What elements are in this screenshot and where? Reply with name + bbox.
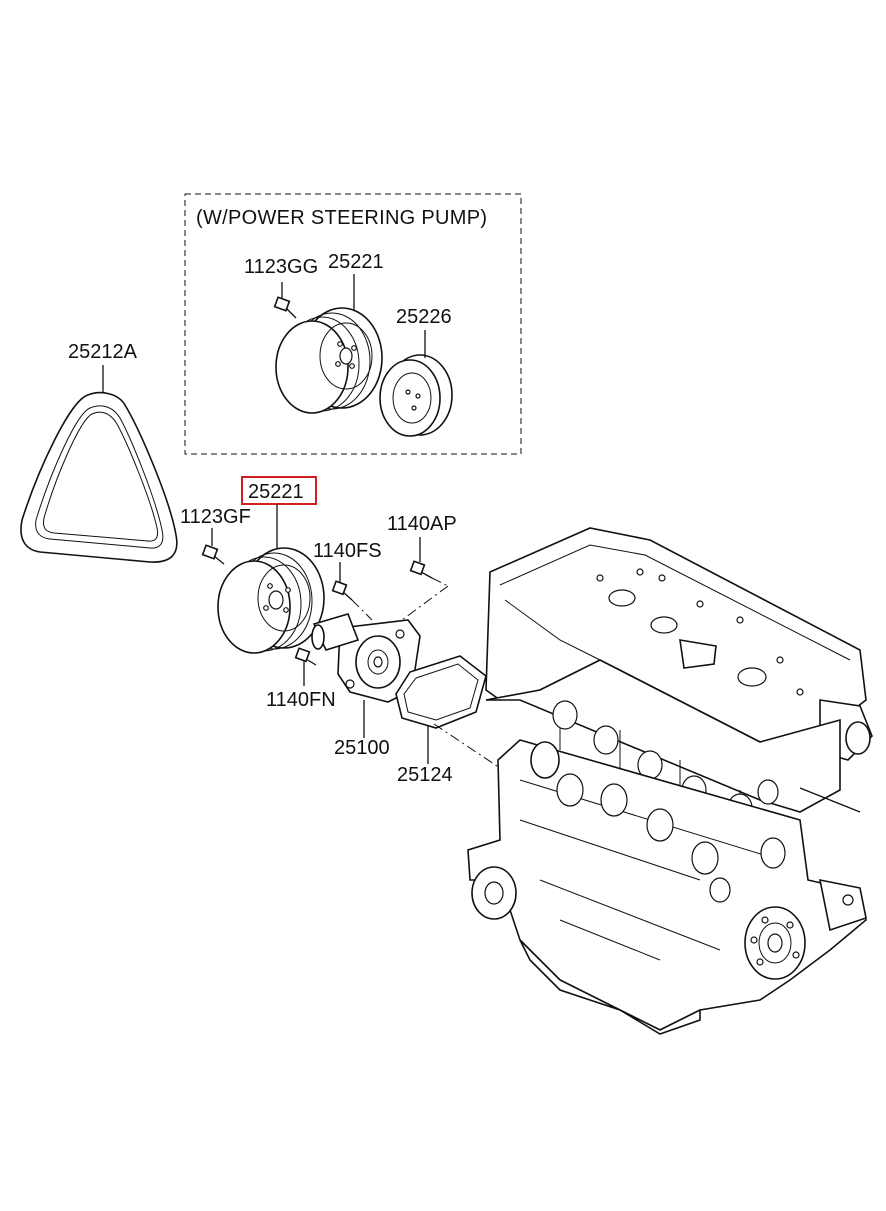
- label-1140fn[interactable]: 1140FN: [266, 689, 336, 711]
- pulley-25221: [217, 547, 325, 654]
- bolt-1140ap: [401, 537, 449, 621]
- box-flange-25226: [379, 330, 453, 437]
- box-pulley-25221: [275, 274, 383, 414]
- engine-block: [467, 527, 873, 1035]
- highlight-box: [241, 476, 317, 505]
- bolt-1140fn: [294, 647, 317, 686]
- label-25221[interactable]: 25221: [248, 481, 304, 503]
- option-box-title: (W/POWER STEERING PUMP): [196, 207, 487, 229]
- bolt-1140fs: [331, 562, 373, 621]
- label-25212a[interactable]: 25212A: [68, 341, 138, 363]
- label-25100[interactable]: 25100: [334, 737, 390, 759]
- label-25226[interactable]: 25226: [396, 306, 452, 328]
- option-box: [184, 193, 522, 455]
- box-bolt-1123gg: [273, 282, 297, 319]
- label-1123gf[interactable]: 1123GF: [180, 506, 251, 528]
- label-25124[interactable]: 25124: [397, 764, 453, 786]
- bolt-1123gf: [201, 528, 225, 565]
- label-box-25221[interactable]: 25221: [328, 251, 384, 273]
- belt-25212a: [20, 365, 178, 563]
- water-pump-25100: [311, 613, 421, 738]
- label-1123gg[interactable]: 1123GG: [244, 256, 318, 278]
- gasket-25124: [395, 655, 501, 769]
- label-1140ap[interactable]: 1140AP: [387, 513, 457, 535]
- label-1140fs[interactable]: 1140FS: [313, 540, 382, 562]
